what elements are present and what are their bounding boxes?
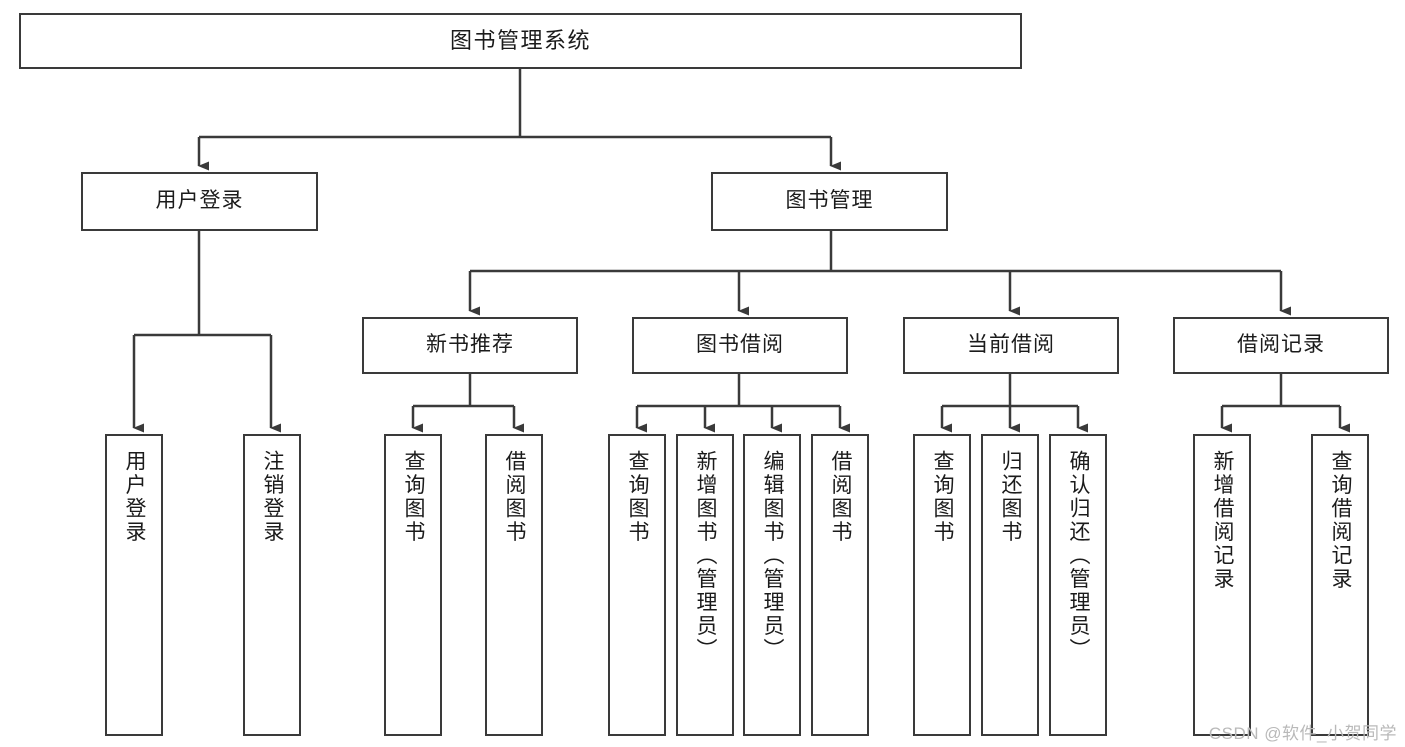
node-leaf-query-book-1[interactable]: 查询图书: [384, 434, 442, 736]
node-leaf-query-book-3-label: 查询图书: [931, 450, 955, 544]
node-leaf-add-record[interactable]: 新增借阅记录: [1193, 434, 1251, 736]
node-leaf-borrow-book-1[interactable]: 借阅图书: [485, 434, 543, 736]
node-leaf-add-book[interactable]: 新增图书（管理员）: [676, 434, 734, 736]
node-leaf-return-book-label: 归还图书: [999, 450, 1023, 544]
node-leaf-query-book-3[interactable]: 查询图书: [913, 434, 971, 736]
node-leaf-query-book-2-label: 查询图书: [626, 450, 650, 544]
node-user-login-label: 用户登录: [155, 189, 244, 213]
node-leaf-edit-book-label: 编辑图书（管理员）: [761, 450, 785, 662]
node-leaf-user-logout-label: 注销登录: [261, 450, 285, 544]
watermark: CSDN @软件_小贺同学: [1208, 724, 1397, 743]
node-leaf-query-book-2[interactable]: 查询图书: [608, 434, 666, 736]
node-leaf-add-book-label: 新增图书（管理员）: [694, 450, 718, 662]
node-leaf-user-login-label: 用户登录: [123, 450, 147, 544]
node-current-borrow-label: 当前借阅: [967, 333, 1055, 357]
node-leaf-confirm-return-label: 确认归还（管理员）: [1067, 450, 1091, 662]
node-leaf-query-record[interactable]: 查询借阅记录: [1311, 434, 1369, 736]
node-leaf-borrow-book-1-label: 借阅图书: [503, 450, 527, 544]
node-leaf-user-logout[interactable]: 注销登录: [243, 434, 301, 736]
node-book-borrow-label: 图书借阅: [696, 333, 784, 357]
node-new-book-rec-label: 新书推荐: [426, 333, 514, 357]
node-user-login[interactable]: 用户登录: [81, 172, 318, 231]
node-leaf-borrow-book-2-label: 借阅图书: [829, 450, 853, 544]
node-root-label: 图书管理系统: [449, 27, 591, 53]
node-leaf-borrow-book-2[interactable]: 借阅图书: [811, 434, 869, 736]
node-current-borrow[interactable]: 当前借阅: [903, 317, 1119, 374]
node-leaf-query-book-1-label: 查询图书: [402, 450, 426, 544]
node-root[interactable]: 图书管理系统: [19, 13, 1022, 69]
node-book-manage-label: 图书管理: [785, 189, 874, 213]
node-borrow-record-label: 借阅记录: [1237, 333, 1325, 357]
node-leaf-user-login[interactable]: 用户登录: [105, 434, 163, 736]
node-leaf-confirm-return[interactable]: 确认归还（管理员）: [1049, 434, 1107, 736]
node-leaf-add-record-label: 新增借阅记录: [1211, 450, 1235, 591]
node-leaf-return-book[interactable]: 归还图书: [981, 434, 1039, 736]
node-borrow-record[interactable]: 借阅记录: [1173, 317, 1389, 374]
node-leaf-query-record-label: 查询借阅记录: [1329, 450, 1353, 591]
node-book-borrow[interactable]: 图书借阅: [632, 317, 848, 374]
node-new-book-rec[interactable]: 新书推荐: [362, 317, 578, 374]
node-leaf-edit-book[interactable]: 编辑图书（管理员）: [743, 434, 801, 736]
node-book-manage[interactable]: 图书管理: [711, 172, 948, 231]
